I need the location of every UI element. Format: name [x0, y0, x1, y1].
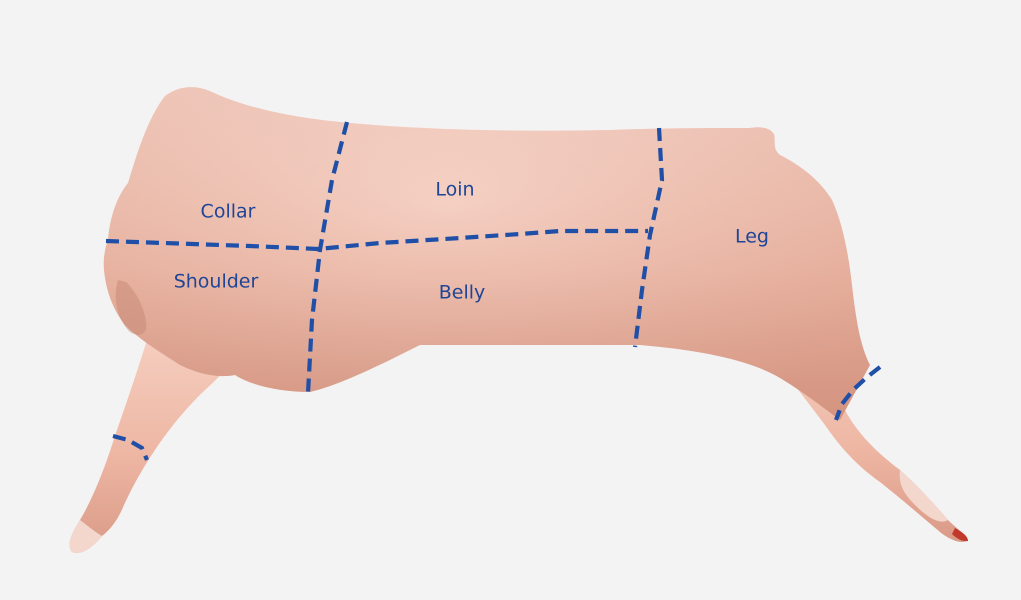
label-belly: Belly [439, 282, 486, 304]
label-collar: Collar [201, 201, 256, 223]
label-leg: Leg [735, 226, 769, 248]
carcass [70, 87, 968, 553]
body-shading [104, 87, 870, 420]
label-loin: Loin [435, 179, 474, 201]
label-shoulder: Shoulder [174, 271, 259, 293]
